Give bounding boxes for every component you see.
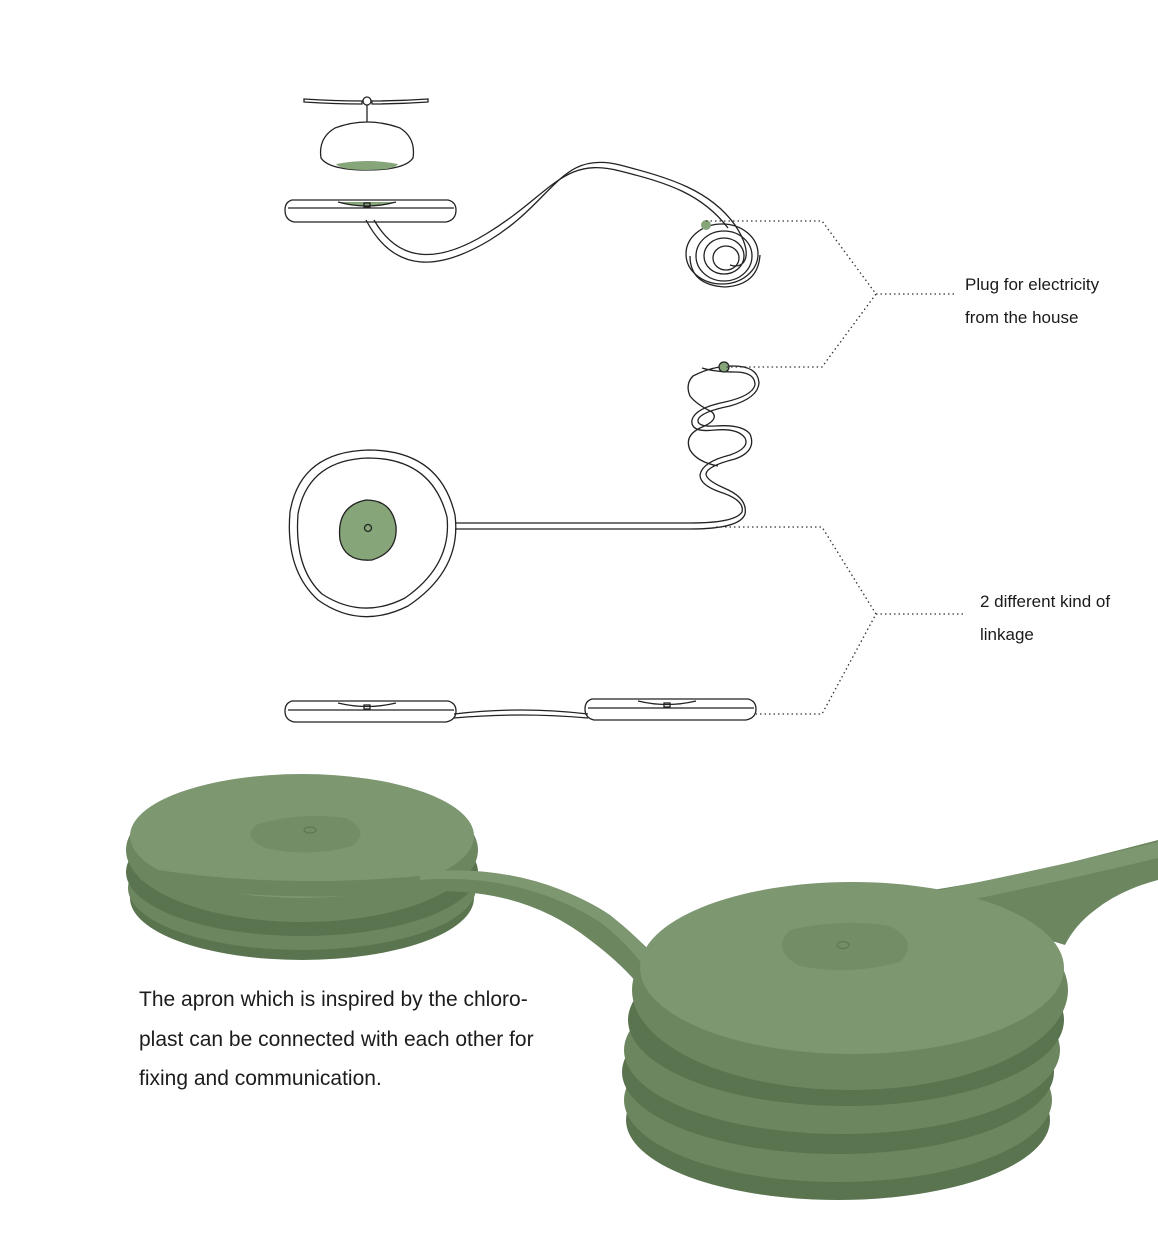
dome-green-band [336, 161, 398, 170]
green-product-render [126, 774, 1158, 1200]
inner-disc-outline [296, 457, 449, 609]
caption-line2: plast can be connected with each other f… [139, 1027, 534, 1051]
plug-annotation: Plug for electricity from the house [965, 268, 1099, 334]
caption-line3: fixing and communication. [139, 1067, 382, 1090]
spring-coil [455, 365, 760, 530]
cable-coil [685, 223, 761, 288]
caption-line1: The apron which is inspired by the chlor… [139, 988, 528, 1011]
linked-side-view [284, 698, 757, 723]
connector-cable [455, 367, 756, 524]
center-button-icon [363, 523, 373, 533]
base-disc-side [284, 199, 457, 223]
top-view-drawing [288, 361, 760, 618]
strap-between [140, 868, 690, 1000]
right-disc-stack [622, 882, 1068, 1200]
cable-line [365, 161, 747, 267]
plug-annotation-line2: from the house [965, 308, 1079, 327]
outer-disc-outline [288, 449, 457, 618]
propeller-device-drawing [284, 96, 761, 288]
left-disc-stack [126, 774, 478, 960]
plug-annotation-line1: Plug for electricity [965, 275, 1100, 294]
linkage-annotation-line1: 2 different kind of [980, 592, 1111, 611]
leader-plug [706, 220, 877, 368]
product-caption: The apron which is inspired by the chlor… [139, 980, 534, 1099]
linkage-annotation-line2: linkage [980, 625, 1034, 644]
linkage-annotation: 2 different kind of linkage [980, 585, 1110, 651]
chloroplast-center [338, 499, 397, 561]
propeller-icon [303, 96, 429, 122]
plug-dot-lower-icon [718, 361, 730, 373]
plug-dot-upper-icon [701, 220, 711, 230]
cable-line-inner [373, 167, 729, 256]
leader-lines [706, 220, 966, 715]
leader-linkage [716, 526, 877, 715]
